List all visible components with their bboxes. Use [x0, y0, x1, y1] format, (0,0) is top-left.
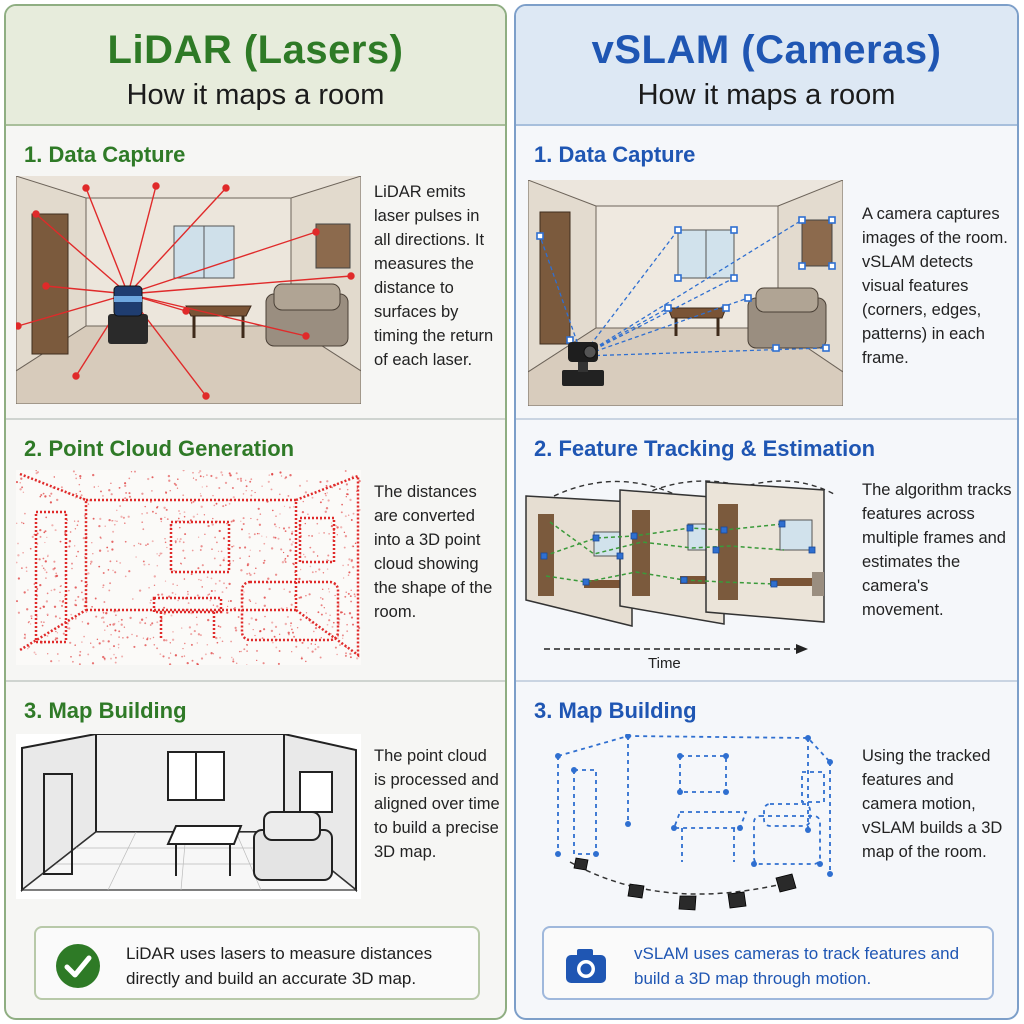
camera-icon — [566, 949, 606, 983]
vslam-title: vSLAM (Cameras) — [591, 28, 942, 72]
vslam-step2-title: 2. Feature Tracking & Estimation — [534, 436, 876, 461]
lidar-step1-section: 1. Data Capture — [6, 126, 505, 418]
lidar-panel: LiDAR (Lasers) How it maps a room 1. Dat… — [4, 4, 507, 1020]
vslam-panel: vSLAM (Cameras) How it maps a room 1. Da… — [514, 4, 1019, 1020]
vslam-step3-section: 3. Map Building — [516, 680, 1017, 1018]
lidar-summary-box: LiDAR uses lasers to measure distances d… — [34, 926, 480, 1000]
vslam-step2-section: 2. Feature Tracking & Estimation — [516, 418, 1017, 680]
vslam-step3-title: 3. Map Building — [534, 698, 697, 723]
lidar-point-cloud-illustration — [16, 470, 361, 665]
lidar-capture-illustration — [16, 176, 361, 404]
lidar-summary-text: LiDAR uses lasers to measure distances d… — [126, 944, 433, 988]
lidar-step2-section: 2. Point Cloud Generation The distances … — [6, 418, 505, 680]
lidar-step1-title: 1. Data Capture — [24, 142, 186, 167]
frame-2 — [619, 489, 725, 625]
lidar-step3-description: The point cloud is processed and aligned… — [374, 747, 500, 861]
lidar-step3-section: 3. Map Building The point clo — [6, 680, 505, 1018]
vslam-step3-description: Using the tracked features and camera mo… — [862, 747, 1003, 861]
vslam-step2-description: The algorithm tracks features across mul… — [862, 481, 1012, 619]
vslam-step1-section: 1. Data Capture — [516, 126, 1017, 418]
lidar-map-illustration — [16, 734, 361, 899]
vslam-header: vSLAM (Cameras) How it maps a room — [516, 6, 1017, 126]
lidar-step3-title: 3. Map Building — [24, 698, 187, 723]
lidar-title: LiDAR (Lasers) — [107, 28, 404, 72]
vslam-step1-description: A camera captures images of the room. vS… — [862, 205, 1008, 367]
vslam-summary-text: vSLAM uses cameras to track features and… — [634, 944, 960, 988]
frame-1 — [525, 495, 633, 627]
vslam-tracking-illustration — [525, 480, 835, 627]
checkmark-circle-icon — [56, 944, 100, 988]
vslam-map-illustration — [555, 734, 833, 911]
frame-3 — [705, 481, 825, 623]
vslam-capture-illustration — [528, 180, 843, 406]
lidar-step2-title: 2. Point Cloud Generation — [24, 436, 295, 461]
lidar-step1-description: LiDAR emits laser pulses in all directio… — [374, 183, 494, 369]
time-arrow — [544, 644, 808, 654]
lidar-step2-description: The distances are converted into a 3D po… — [374, 483, 493, 621]
vslam-subtitle: How it maps a room — [637, 79, 896, 111]
lidar-header: LiDAR (Lasers) How it maps a room — [6, 6, 505, 126]
time-label: Time — [648, 655, 681, 672]
vslam-step1-title: 1. Data Capture — [534, 142, 696, 167]
vslam-summary-box: vSLAM uses cameras to track features and… — [542, 926, 994, 1000]
lidar-subtitle: How it maps a room — [126, 79, 385, 111]
